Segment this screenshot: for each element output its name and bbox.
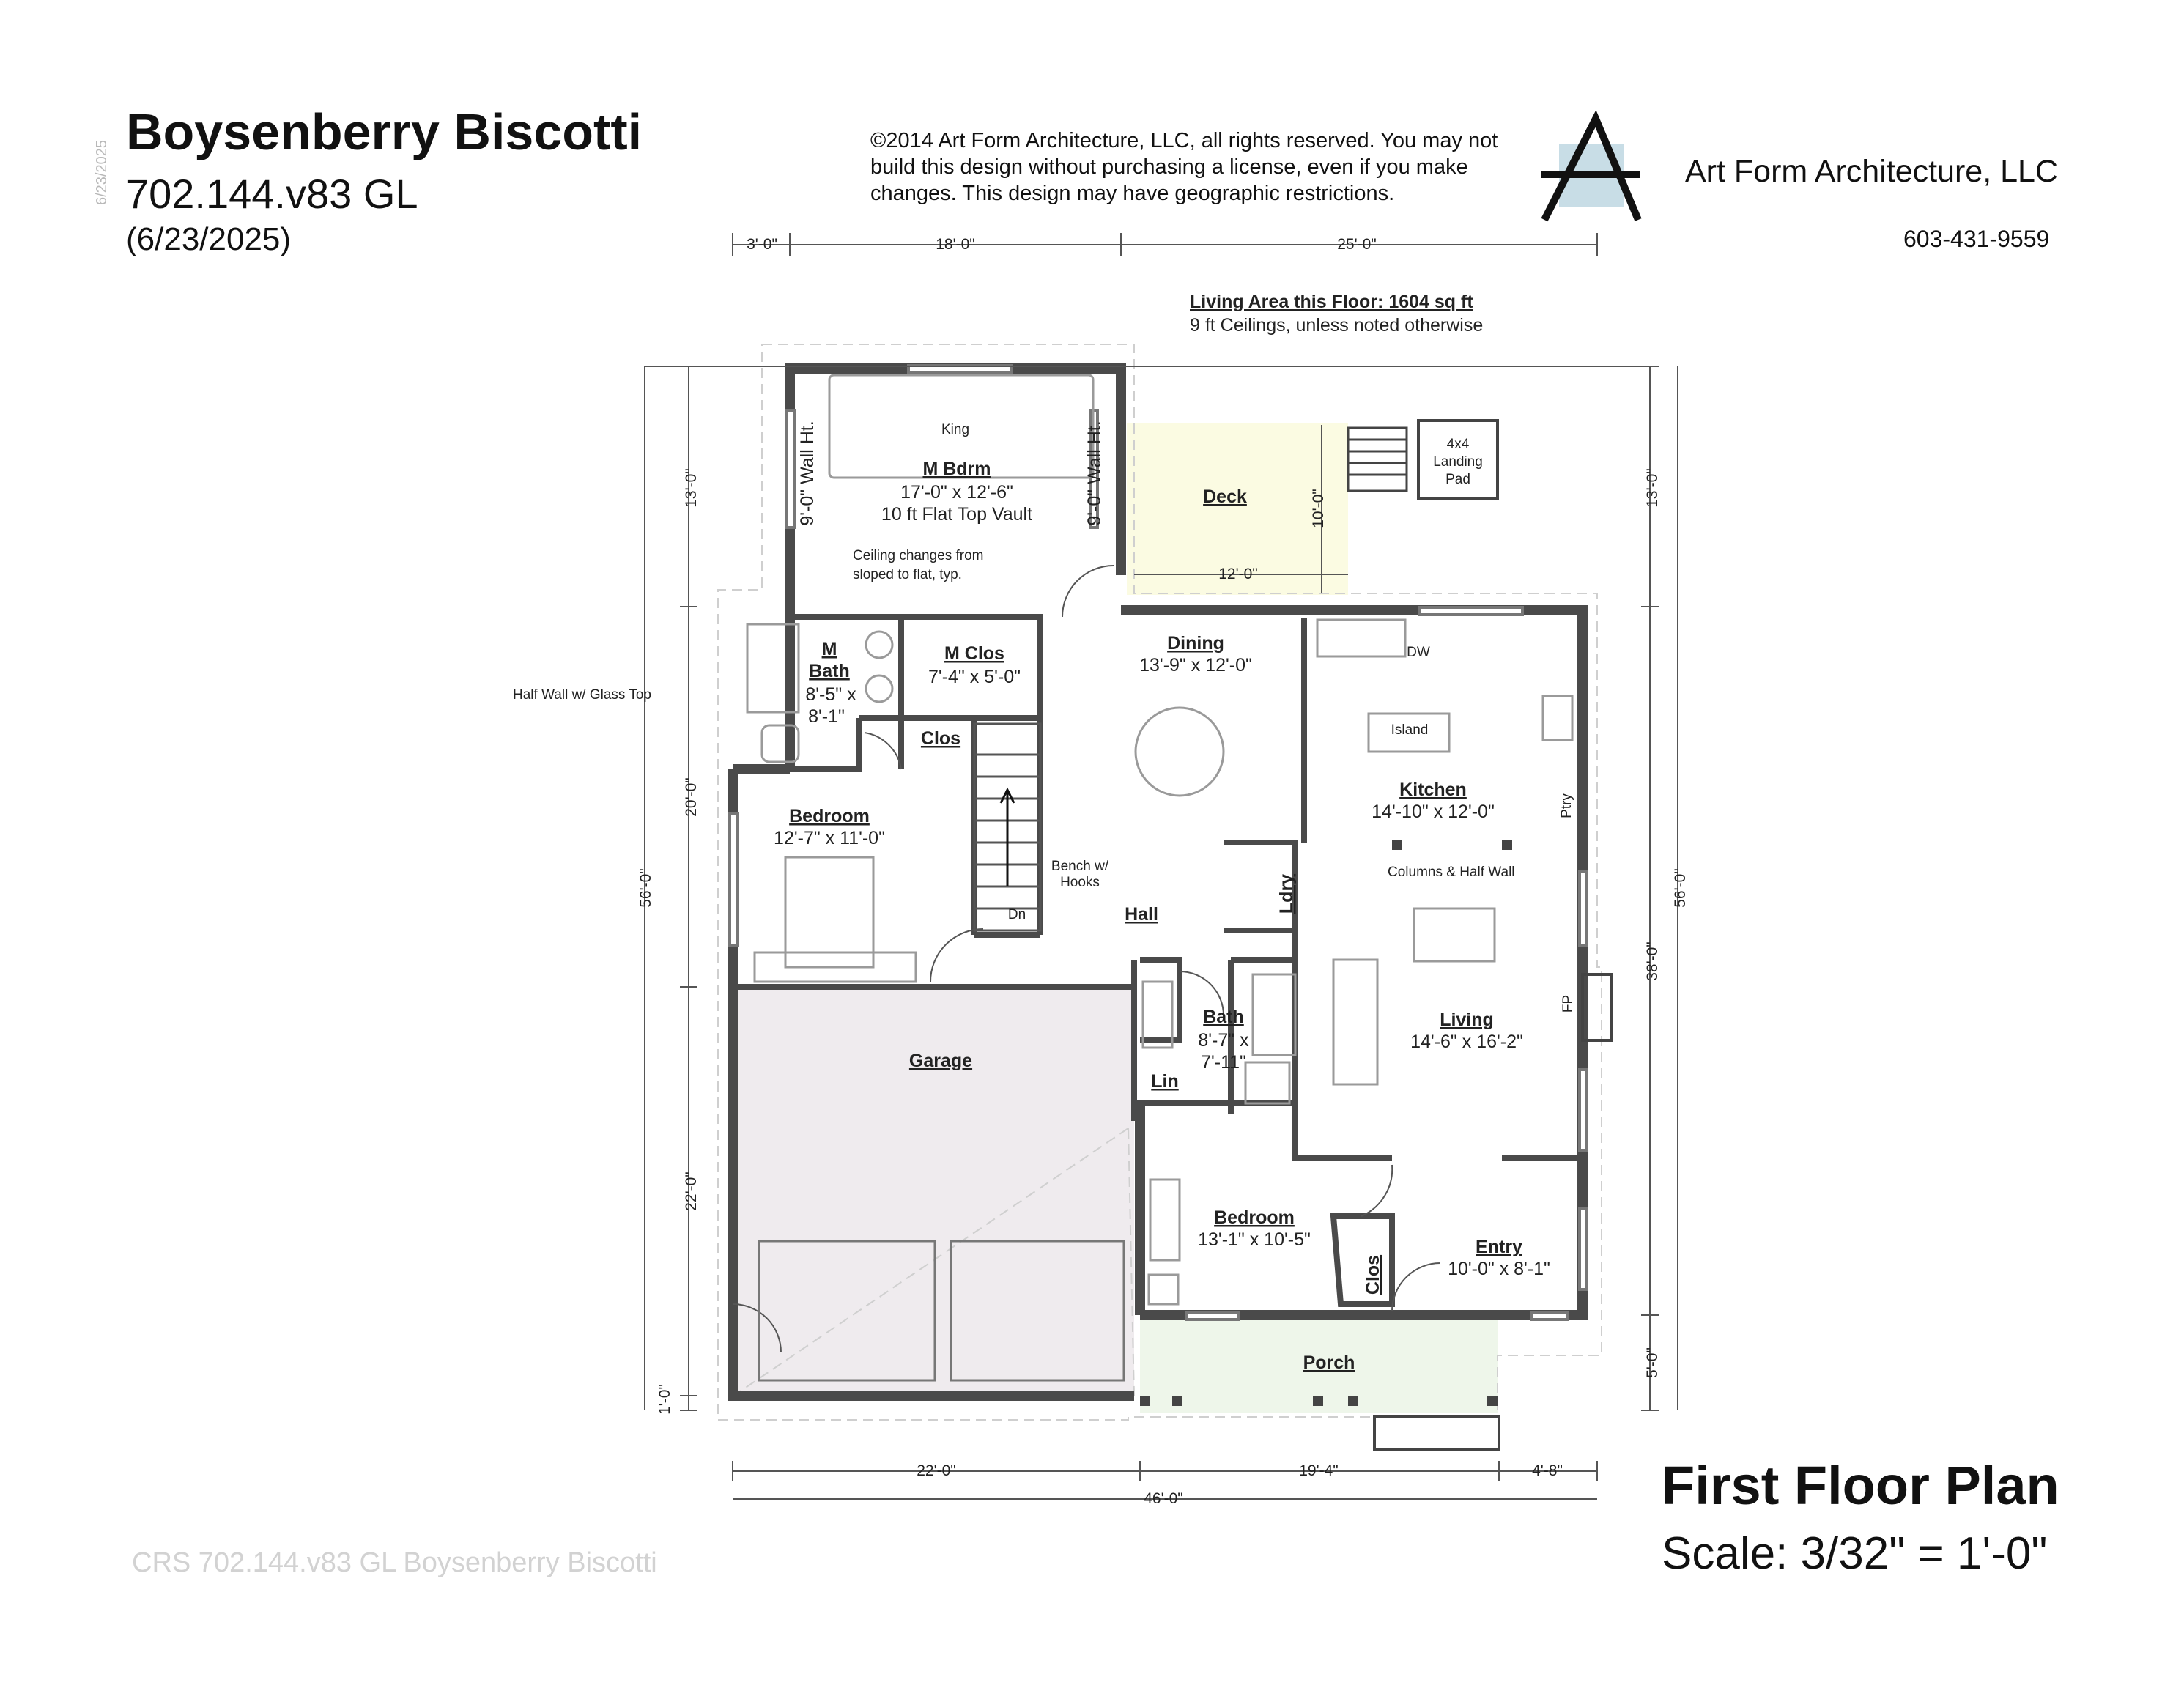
dishwasher-label: DW [1407, 645, 1430, 660]
living-area-note: Living Area this Floor: 1604 sq ft [1190, 292, 1473, 312]
room-living-name: Living [1440, 1010, 1494, 1030]
firm-phone: 603-431-9559 [1903, 226, 2050, 252]
bench-note-2: Hooks [1060, 875, 1100, 890]
room-linen-name: Lin [1151, 1071, 1179, 1092]
dim-bottom-4: 4'-8" [1532, 1462, 1563, 1479]
dim-left-56: 56'-0" [637, 868, 654, 908]
plan-name: Boysenberry Biscotti [126, 103, 643, 160]
door-swings [732, 565, 1441, 1353]
plan-scale: Scale: 3/32" = 1'-0" [1662, 1528, 2048, 1579]
room-bath-dims-2: 7'-11" [1201, 1052, 1246, 1073]
dimension-labels: 3'-0" 18'-0" 25'-0" 12'-0" 10'-0" 13'-0"… [637, 236, 1689, 1507]
room-m-bdrm-extra: 10 ft Flat Top Vault [881, 504, 1032, 525]
plan-number: 702.144.v83 GL [126, 171, 418, 217]
room-bath-name: Bath [1203, 1007, 1244, 1027]
bench-note-1: Bench w/ [1051, 859, 1109, 874]
columns-note: Columns & Half Wall [1388, 865, 1515, 880]
dim-bottom-46: 46'-0" [1144, 1490, 1183, 1507]
dim-right-13: 13'-0" [1644, 468, 1661, 508]
wall-height-right: 9'-0" Wall Ht. [1084, 421, 1105, 525]
dim-top-25: 25'-0" [1337, 236, 1377, 253]
dim-right-5: 5'-0" [1644, 1347, 1661, 1378]
dim-deck-height: 10'-0" [1310, 489, 1327, 528]
dim-left-20: 20'-0" [683, 777, 700, 817]
room-bedroom-2-name: Bedroom [789, 806, 870, 826]
deck-stairs [1347, 419, 1499, 500]
dim-deck-width: 12'-0" [1218, 566, 1258, 582]
room-clos-hall-name: Clos [921, 728, 960, 749]
dim-left-13: 13'-0" [683, 468, 700, 508]
dimension-lines [644, 233, 1678, 1500]
garage-doors [758, 1240, 1125, 1382]
room-deck-name: Deck [1203, 486, 1247, 507]
room-m-bath-name-2: Bath [809, 661, 850, 681]
wall-height-left: 9'-0" Wall Ht. [797, 421, 818, 525]
dim-left-22: 22'-0" [683, 1171, 700, 1211]
dim-top-3: 3'-0" [747, 236, 777, 253]
room-m-bath-dims-1: 8'-5" x [805, 684, 856, 705]
room-m-bdrm-name: M Bdrm [922, 459, 991, 479]
bed-king-label: King [941, 422, 969, 437]
plan-title: First Floor Plan [1662, 1455, 2059, 1516]
room-labels: M Bdrm 17'-0" x 12'-6" 10 ft Flat Top Va… [774, 459, 1550, 1373]
ceiling-change-note-2: sloped to flat, typ. [853, 567, 962, 582]
room-clos-bed-name: Clos [1363, 1255, 1383, 1295]
dim-right-56: 56'-0" [1672, 868, 1689, 908]
room-living-dims: 14'-6" x 16'-2" [1410, 1032, 1523, 1052]
dim-top-18: 18'-0" [936, 236, 975, 253]
stairs [973, 722, 1042, 932]
room-entry-name: Entry [1476, 1237, 1522, 1257]
room-porch-name: Porch [1303, 1352, 1355, 1373]
room-hall-name: Hall [1125, 904, 1158, 925]
fireplace [1581, 973, 1613, 1042]
ceiling-change-note-1: Ceiling changes from [853, 548, 983, 563]
fixtures [746, 374, 1574, 1306]
ceiling-note: 9 ft Ceilings, unless noted otherwise [1190, 315, 1483, 336]
half-wall-note: Half Wall w/ Glass Top [513, 687, 651, 703]
stair-down-note: Dn [1008, 907, 1026, 922]
plan-date: (6/23/2025) [126, 221, 292, 257]
firm-logo [1541, 110, 1642, 222]
garage-fill [733, 986, 1134, 1396]
roof-overhang-lines [717, 344, 1602, 1421]
firm-name: Art Form Architecture, LLC [1685, 154, 2058, 189]
room-entry-dims: 10'-0" x 8'-1" [1448, 1259, 1550, 1279]
room-bedroom-2-dims: 12'-7" x 11'-0" [774, 828, 885, 848]
room-laundry-name: Ldry [1276, 874, 1297, 914]
pantry-label: Ptry [1559, 793, 1574, 818]
dim-bottom-19: 19'-4" [1299, 1462, 1339, 1479]
logo-a-mark [1541, 110, 1642, 222]
room-bedroom-3-dims: 13'-1" x 10'-5" [1198, 1229, 1311, 1250]
room-m-bath-name-1: M [822, 639, 837, 659]
copyright-notice: ©2014 Art Form Architecture, LLC, all ri… [870, 129, 1498, 205]
watermark: CRS 702.144.v83 GL Boysenberry Biscotti [132, 1547, 657, 1578]
landing-note-2: Landing [1433, 454, 1483, 470]
room-m-clos-dims: 7'-4" x 5'-0" [928, 667, 1021, 687]
porch-columns [1140, 840, 1512, 1406]
room-m-clos-name: M Clos [944, 643, 1004, 664]
deck-fill [1127, 423, 1348, 595]
fireplace-label: FP [1561, 995, 1576, 1013]
dim-right-38: 38'-0" [1644, 941, 1661, 981]
kitchen-island-label: Island [1391, 722, 1429, 738]
landing-note-3: Pad [1445, 472, 1470, 487]
landing-note-1: 4x4 [1447, 437, 1470, 452]
room-dining-dims: 13'-9" x 12'-0" [1139, 655, 1252, 675]
porch-step [1373, 1415, 1500, 1451]
dim-left-1: 1'-0" [656, 1384, 673, 1415]
room-bedroom-3-name: Bedroom [1214, 1207, 1295, 1228]
room-bath-dims-1: 8'-7" x [1198, 1030, 1249, 1051]
room-m-bath-dims-2: 8'-1" [808, 706, 845, 727]
dim-bottom-22: 22'-0" [917, 1462, 956, 1479]
room-kitchen-dims: 14'-10" x 12'-0" [1372, 802, 1495, 822]
room-dining-name: Dining [1167, 633, 1224, 654]
plan-notes: Living Area this Floor: 1604 sq ft 9 ft … [513, 292, 1576, 1013]
room-m-bdrm-dims: 17'-0" x 12'-6" [900, 482, 1013, 503]
room-kitchen-name: Kitchen [1399, 780, 1467, 800]
room-garage-name: Garage [909, 1051, 972, 1071]
